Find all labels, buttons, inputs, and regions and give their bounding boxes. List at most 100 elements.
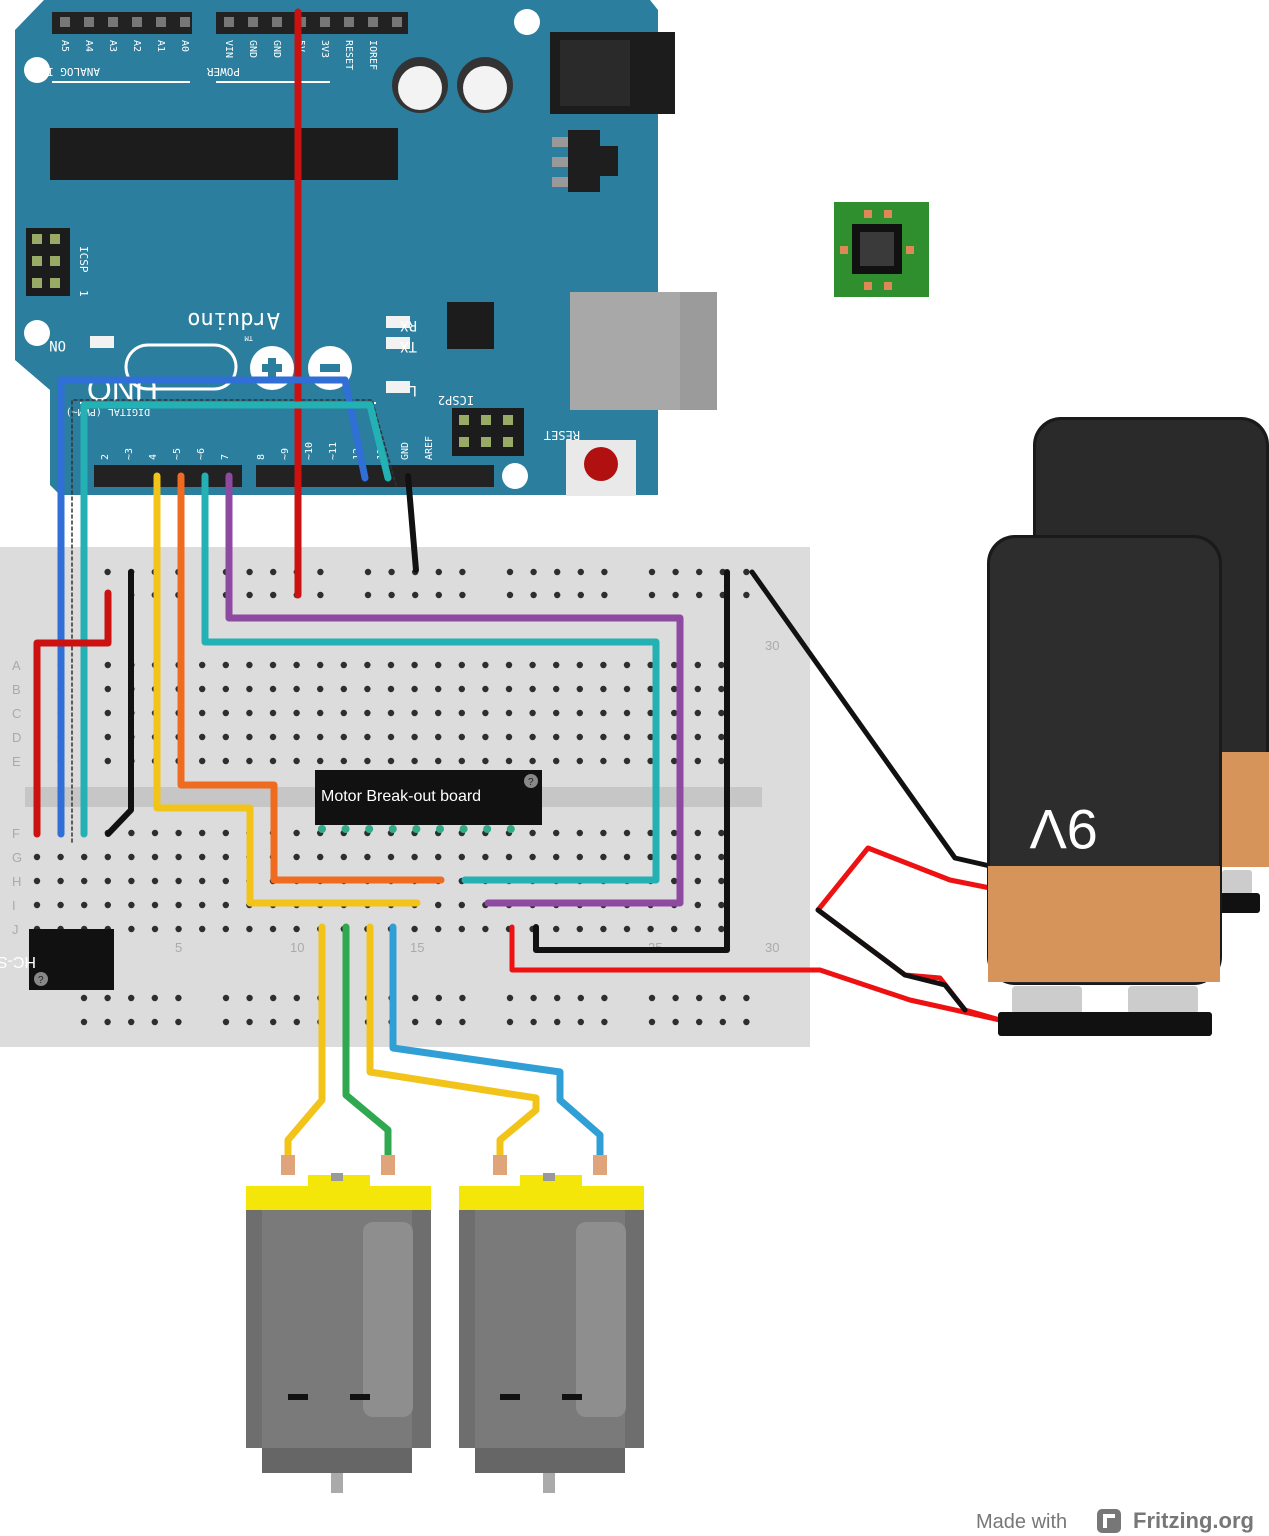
breadboard-hole[interactable] — [576, 709, 583, 717]
breadboard-hole[interactable] — [270, 568, 277, 576]
breadboard-hole[interactable] — [600, 853, 607, 861]
header-pin[interactable] — [224, 17, 234, 27]
breadboard-hole[interactable] — [576, 685, 583, 693]
breadboard-hole[interactable] — [458, 901, 465, 909]
breadboard-hole[interactable] — [554, 591, 561, 599]
breadboard-hole[interactable] — [458, 733, 465, 741]
breadboard-hole[interactable] — [600, 661, 607, 669]
breadboard-hole[interactable] — [57, 901, 64, 909]
breadboard-hole[interactable] — [364, 568, 372, 576]
breadboard-hole[interactable] — [199, 925, 206, 933]
breadboard-hole[interactable] — [57, 853, 64, 861]
icsp-pin[interactable] — [50, 278, 60, 288]
icsp-pin[interactable] — [50, 256, 60, 266]
breadboard-hole[interactable] — [222, 829, 229, 837]
breadboard-hole[interactable] — [482, 733, 489, 741]
breadboard-hole[interactable] — [293, 685, 300, 693]
breadboard-hole[interactable] — [151, 829, 159, 837]
breadboard-hole[interactable] — [104, 661, 112, 669]
breadboard-hole[interactable] — [648, 994, 656, 1002]
icsp2-pin[interactable] — [503, 437, 513, 447]
breadboard-hole[interactable] — [576, 925, 583, 933]
breadboard-hole[interactable] — [293, 733, 300, 741]
breadboard-hole[interactable] — [577, 1018, 584, 1026]
breadboard-hole[interactable] — [81, 901, 88, 909]
breadboard-hole[interactable] — [128, 829, 135, 837]
breadboard-hole[interactable] — [553, 733, 560, 741]
breadboard-hole[interactable] — [411, 733, 418, 741]
breadboard-hole[interactable] — [553, 685, 560, 693]
breadboard-hole[interactable] — [293, 1018, 300, 1026]
breadboard-hole[interactable] — [530, 591, 537, 599]
breadboard-hole[interactable] — [246, 994, 253, 1002]
breadboard-hole[interactable] — [222, 661, 229, 669]
breadboard-hole[interactable] — [317, 591, 324, 599]
breadboard-hole[interactable] — [648, 591, 656, 599]
breadboard-hole[interactable] — [600, 925, 607, 933]
icsp-pin[interactable] — [32, 278, 42, 288]
breadboard-hole[interactable] — [718, 901, 725, 909]
breadboard-hole[interactable] — [435, 757, 442, 765]
breadboard-hole[interactable] — [576, 853, 583, 861]
breadboard-hole[interactable] — [246, 1018, 253, 1026]
breadboard-hole[interactable] — [151, 877, 159, 885]
header-pin[interactable] — [320, 17, 330, 27]
breadboard-hole[interactable] — [553, 925, 560, 933]
breadboard-hole[interactable] — [269, 685, 277, 693]
breadboard-hole[interactable] — [601, 568, 608, 576]
breadboard-hole[interactable] — [293, 994, 300, 1002]
breadboard-hole[interactable] — [340, 685, 347, 693]
breadboard-hole[interactable] — [623, 757, 631, 765]
breadboard-hole[interactable] — [458, 709, 465, 717]
breadboard-hole[interactable] — [199, 709, 206, 717]
breadboard-hole[interactable] — [222, 853, 229, 861]
breadboard-hole[interactable] — [317, 568, 324, 576]
header-pin[interactable] — [368, 17, 378, 27]
breadboard-hole[interactable] — [459, 994, 466, 1002]
breadboard-hole[interactable] — [623, 925, 631, 933]
breadboard-hole[interactable] — [696, 591, 703, 599]
breadboard-hole[interactable] — [553, 757, 560, 765]
breadboard-hole[interactable] — [199, 733, 206, 741]
breadboard-hole[interactable] — [435, 591, 442, 599]
breadboard-hole[interactable] — [246, 591, 253, 599]
breadboard-hole[interactable] — [672, 1018, 679, 1026]
icsp-pin[interactable] — [32, 234, 42, 244]
breadboard-hole[interactable] — [246, 685, 253, 693]
breadboard-hole[interactable] — [554, 568, 561, 576]
breadboard-hole[interactable] — [671, 757, 678, 765]
breadboard-hole[interactable] — [199, 877, 206, 885]
breadboard-hole[interactable] — [671, 877, 678, 885]
breadboard-hole[interactable] — [388, 568, 395, 576]
breadboard-hole[interactable] — [57, 877, 64, 885]
breadboard-hole[interactable] — [623, 829, 631, 837]
breadboard-hole[interactable] — [293, 853, 300, 861]
breadboard-hole[interactable] — [458, 685, 465, 693]
breadboard-hole[interactable] — [387, 661, 395, 669]
breadboard-hole[interactable] — [647, 853, 654, 861]
breadboard-hole[interactable] — [719, 1018, 726, 1026]
breadboard-hole[interactable] — [387, 853, 395, 861]
breadboard-hole[interactable] — [718, 661, 725, 669]
breadboard-hole[interactable] — [553, 661, 560, 669]
breadboard-hole[interactable] — [694, 925, 701, 933]
breadboard-hole[interactable] — [647, 829, 654, 837]
motor-board-pin[interactable] — [318, 825, 326, 833]
breadboard-hole[interactable] — [530, 568, 537, 576]
breadboard-hole[interactable] — [364, 709, 371, 717]
breadboard-hole[interactable] — [743, 1018, 750, 1026]
breadboard-hole[interactable] — [435, 661, 442, 669]
breadboard-hole[interactable] — [270, 591, 277, 599]
breadboard-hole[interactable] — [340, 733, 347, 741]
breadboard-hole[interactable] — [671, 685, 678, 693]
header-pin[interactable] — [248, 17, 258, 27]
breadboard-hole[interactable] — [505, 685, 513, 693]
breadboard-hole[interactable] — [601, 591, 608, 599]
breadboard-hole[interactable] — [270, 1018, 277, 1026]
breadboard-hole[interactable] — [412, 591, 419, 599]
breadboard-hole[interactable] — [104, 901, 112, 909]
breadboard-hole[interactable] — [623, 733, 631, 741]
breadboard-hole[interactable] — [718, 733, 725, 741]
breadboard-hole[interactable] — [743, 591, 750, 599]
breadboard-hole[interactable] — [529, 853, 536, 861]
